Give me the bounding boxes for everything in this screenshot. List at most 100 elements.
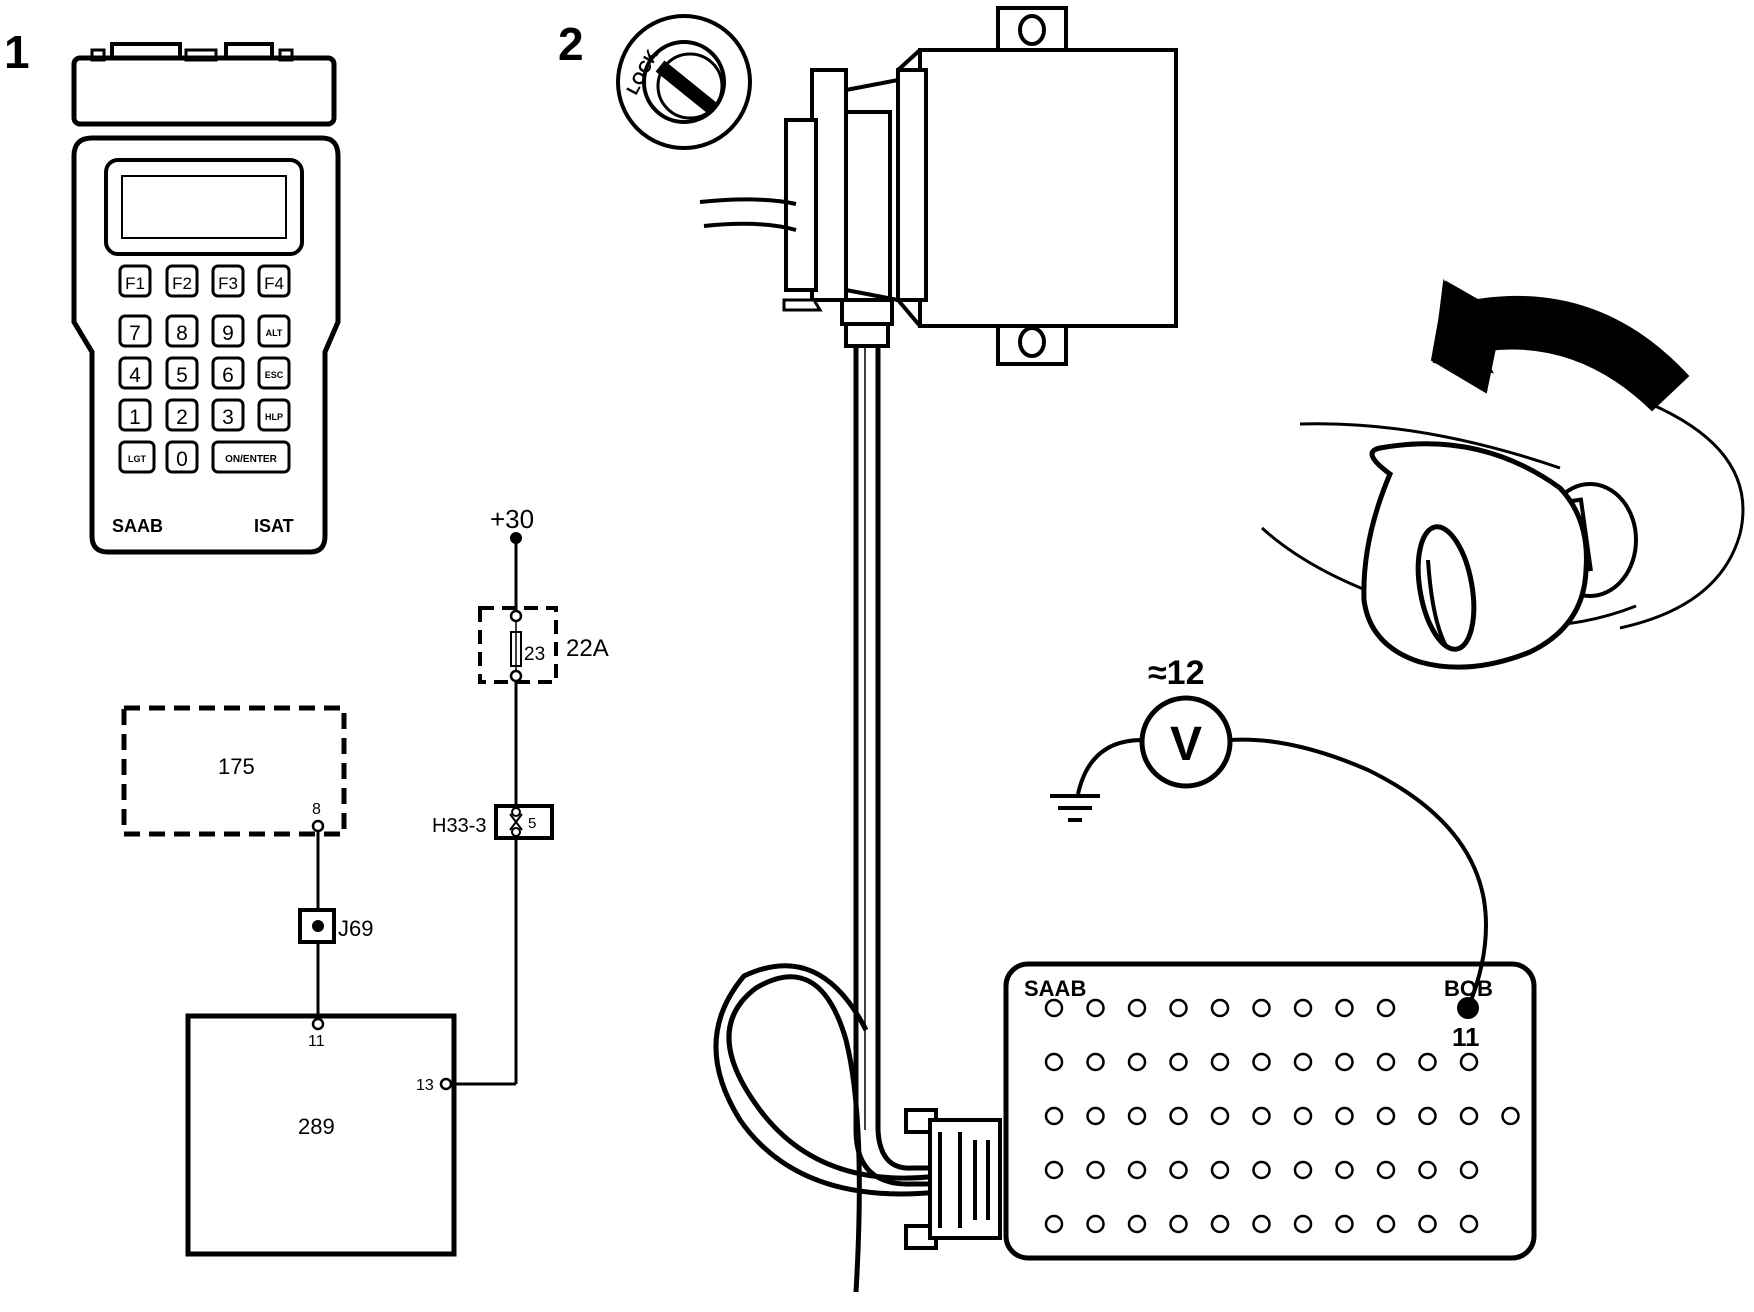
key-4-label: 4 bbox=[129, 364, 141, 387]
bob-pin bbox=[1418, 1160, 1437, 1180]
isat-key-labels: F1 F2 F3 F4 7 8 9 ALT 4 5 6 ESC 1 2 3 HL… bbox=[125, 274, 284, 471]
step-2-number: 2 bbox=[558, 18, 584, 70]
bob-pin bbox=[1044, 1214, 1064, 1234]
bob-pin bbox=[1044, 1106, 1064, 1126]
bob-pin-11-label: 11 bbox=[1452, 1022, 1480, 1052]
key-0-label: 0 bbox=[176, 448, 188, 471]
key-f2-label: F2 bbox=[172, 274, 192, 293]
circuit-schematic bbox=[121, 532, 558, 1257]
bob-pin bbox=[1127, 1214, 1147, 1234]
isat-screen bbox=[104, 158, 304, 256]
bob-pin bbox=[1086, 1052, 1105, 1072]
bob-pin bbox=[1252, 1160, 1271, 1180]
bob-pin bbox=[1169, 1214, 1188, 1234]
bob-pin bbox=[1376, 1052, 1396, 1072]
key-1-label: 1 bbox=[129, 406, 141, 429]
bob-pin bbox=[1086, 1214, 1105, 1234]
bob-pin bbox=[1376, 1160, 1396, 1180]
ignition-key-icon bbox=[1260, 400, 1745, 670]
unit-175-label: 175 bbox=[218, 754, 255, 779]
bob-pin bbox=[1376, 998, 1396, 1018]
bob-pin bbox=[1210, 1160, 1230, 1180]
supply-label: +30 bbox=[490, 504, 534, 534]
bob-pin bbox=[1127, 998, 1147, 1018]
bob-pin bbox=[1169, 998, 1188, 1018]
ground-icon bbox=[1050, 794, 1100, 822]
isat-model: ISAT bbox=[254, 516, 294, 536]
key-f4 bbox=[257, 264, 291, 298]
step-1-number: 1 bbox=[4, 26, 30, 78]
bob-pin bbox=[1293, 1106, 1313, 1126]
bob-pin bbox=[1293, 1160, 1313, 1180]
bob-pin bbox=[1501, 1106, 1520, 1126]
bob-pin bbox=[1418, 1106, 1437, 1126]
key-f4-label: F4 bbox=[264, 274, 284, 293]
voltmeter-symbol: V bbox=[1170, 718, 1202, 771]
bob-pin bbox=[1376, 1106, 1396, 1126]
key-alt-label: ALT bbox=[266, 328, 283, 338]
key-enter-label: ON/ENTER bbox=[225, 454, 277, 465]
bob-pin bbox=[1086, 1160, 1105, 1180]
key-f1-label: F1 bbox=[125, 274, 145, 293]
bob-pin bbox=[1169, 1160, 1188, 1180]
bob-label: BOB bbox=[1444, 976, 1493, 1001]
key-esc-label: ESC bbox=[265, 370, 284, 380]
voltmeter bbox=[1076, 695, 1488, 1009]
breakout-box bbox=[1003, 961, 1537, 1261]
bob-pin bbox=[1252, 998, 1271, 1018]
adapter-cable bbox=[713, 346, 939, 1293]
bob-pin bbox=[1169, 1106, 1188, 1126]
unit-289-pin-side-label: 13 bbox=[416, 1077, 434, 1094]
key-2-label: 2 bbox=[176, 406, 188, 429]
key-6-label: 6 bbox=[222, 364, 234, 387]
fuse-box-label: 22A bbox=[566, 635, 609, 662]
key-lgt-label: LGT bbox=[128, 454, 146, 464]
fuse-box-22a bbox=[478, 606, 558, 684]
fuse-number-label: 23 bbox=[524, 644, 545, 665]
key-5-label: 5 bbox=[176, 364, 188, 387]
bob-pin bbox=[1210, 998, 1230, 1018]
isat-keypad bbox=[118, 264, 291, 474]
bob-pin bbox=[1376, 1214, 1396, 1234]
bob-pin bbox=[1459, 1106, 1479, 1126]
circuit-labels: +30 23 22A H33-3 5 175 8 J69 289 11 13 bbox=[218, 504, 609, 1139]
connector-h33-3 bbox=[494, 804, 554, 840]
bob-pin-grid bbox=[1044, 998, 1520, 1234]
bob-pin bbox=[1418, 1052, 1437, 1072]
bob-pin bbox=[1335, 1160, 1354, 1180]
bob-pin bbox=[1252, 1052, 1271, 1072]
unit-289-label: 289 bbox=[298, 1114, 335, 1139]
key-f3-label: F3 bbox=[218, 274, 238, 293]
bob-pin bbox=[1335, 1214, 1354, 1234]
curved-turn-arrow-icon bbox=[1430, 278, 1690, 412]
bob-pin bbox=[1127, 1052, 1147, 1072]
unit-175-pin-label: 8 bbox=[312, 801, 321, 818]
bob-pin bbox=[1335, 998, 1354, 1018]
unit-289-pin-top-label: 11 bbox=[308, 1033, 325, 1050]
bob-pin bbox=[1252, 1214, 1271, 1234]
connector-h33-label: H33-3 bbox=[432, 815, 486, 837]
bob-pin bbox=[1335, 1052, 1354, 1072]
key-slot bbox=[655, 60, 717, 114]
bob-pin bbox=[1086, 1106, 1105, 1126]
bob-pin bbox=[1293, 1214, 1313, 1234]
bob-pin bbox=[1459, 1052, 1479, 1072]
bob-pin bbox=[1044, 1160, 1064, 1180]
bob-pin bbox=[1210, 1214, 1230, 1234]
connector-h33-pin-label: 5 bbox=[528, 815, 536, 832]
bob-sub-d-connector bbox=[904, 1108, 1002, 1250]
bob-pin bbox=[1044, 998, 1064, 1018]
bob-pin bbox=[1293, 1052, 1313, 1072]
bob-pin bbox=[1252, 1106, 1271, 1126]
bob-pin bbox=[1127, 1106, 1147, 1126]
unit-289 bbox=[185, 1013, 457, 1257]
connector-j69-label: J69 bbox=[338, 916, 373, 941]
bob-pin bbox=[1418, 1214, 1437, 1234]
bob-pin bbox=[1459, 1214, 1479, 1234]
bob-pin bbox=[1210, 1106, 1230, 1126]
key-7-label: 7 bbox=[129, 322, 141, 345]
key-f2 bbox=[165, 264, 199, 298]
bob-pin bbox=[1127, 1160, 1147, 1180]
key-3-label: 3 bbox=[222, 406, 234, 429]
